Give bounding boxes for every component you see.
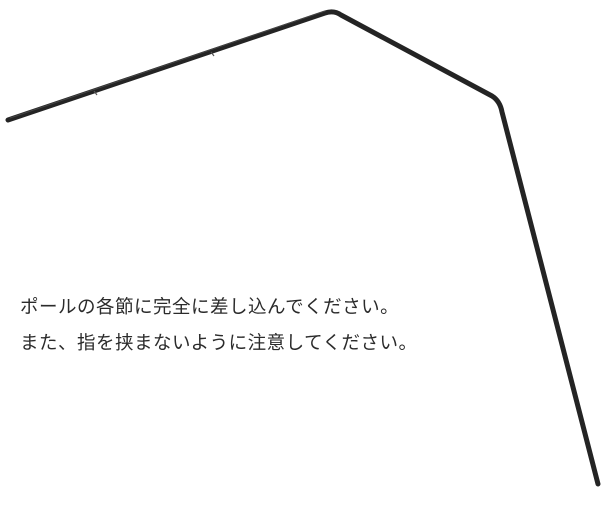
pole-joint bbox=[93, 90, 98, 96]
instruction-line-2: また、指を挟まないように注意してください。 bbox=[20, 333, 418, 354]
pole-joint bbox=[210, 51, 215, 57]
instruction-text: ポールの各節に完全に差し込んでください。 また、指を挟まないように注意してくださ… bbox=[20, 290, 490, 362]
instruction-line-1: ポールの各節に完全に差し込んでください。 bbox=[20, 297, 400, 318]
